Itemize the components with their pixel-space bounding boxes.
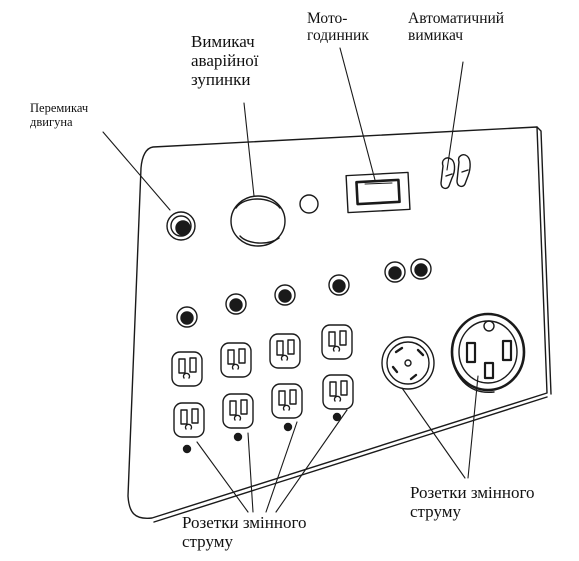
panel-right-edge	[536, 126, 552, 395]
hour-meter-label: Мото- годинник	[307, 10, 369, 45]
twist-lock-outlet	[381, 336, 435, 390]
leader-lines	[102, 47, 479, 513]
indicator-lamp	[299, 194, 319, 214]
ac-outlets-right-label: Розетки змінного струму	[410, 483, 535, 522]
ac-outlets-group-left	[171, 324, 354, 454]
engine-switch-label: Перемикач двигуна	[30, 101, 89, 129]
emergency-stop-button	[230, 195, 286, 247]
circuit-breaker-label: Автоматичний вимикач	[408, 10, 505, 45]
breaker-knobs-row	[176, 258, 432, 328]
panel-bottom-edge	[153, 396, 548, 523]
panel-plate	[127, 126, 548, 519]
ac-outlets-left-label: Розетки змінного струму	[182, 513, 307, 552]
hour-meter	[345, 171, 411, 214]
engine-switch-knob	[166, 211, 196, 241]
circuit-breaker	[440, 154, 471, 190]
high-current-outlet	[450, 312, 526, 393]
emergency-stop-label: Вимикач аварійної зупинки	[191, 32, 259, 90]
